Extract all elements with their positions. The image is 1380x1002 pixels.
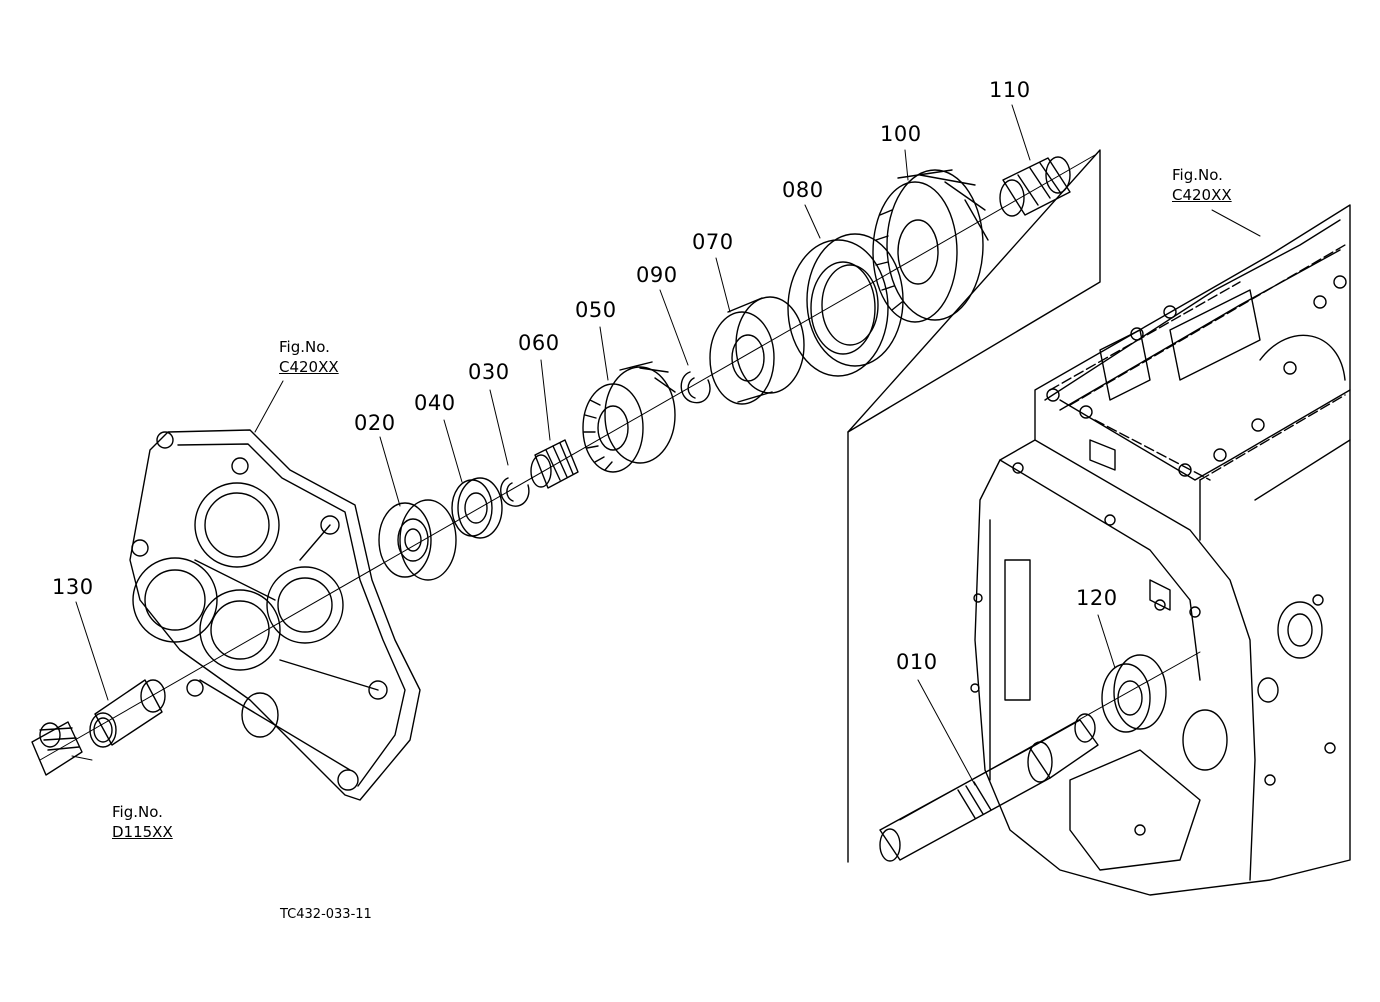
figure-ref-right[interactable]: Fig.No. C420XX [1172, 168, 1232, 203]
part-label-020: 020 [354, 411, 396, 435]
part-130-sleeve [89, 679, 166, 748]
assembly-bracket [847, 149, 1101, 863]
part-040-snap-ring [500, 477, 530, 507]
part-030-washer [451, 477, 503, 539]
figure-ref-prefix: Fig.No. [1172, 166, 1223, 184]
part-020-bearing [378, 499, 457, 581]
part-label-090: 090 [636, 263, 678, 287]
part-label-030: 040 [414, 391, 456, 415]
figure-ref-prefix: Fig.No. [112, 803, 163, 821]
spline-shaft-end [31, 721, 83, 776]
figure-ref-prefix: Fig.No. [279, 338, 330, 356]
figure-ref-code: C420XX [279, 358, 339, 376]
part-label-070: 070 [692, 230, 734, 254]
part-label-080: 080 [782, 178, 824, 202]
transmission-case [970, 204, 1351, 896]
part-090-snap-ring [680, 371, 711, 404]
part-070-bearing [709, 296, 805, 405]
figure-ref-bottom[interactable]: Fig.No. D115XX [112, 805, 173, 840]
figure-ref-code: C420XX [1172, 186, 1232, 204]
part-label-100: 100 [880, 122, 922, 146]
figure-ref-code: D115XX [112, 823, 173, 841]
part-060-needle-bearing [530, 439, 579, 489]
part-label-010: 010 [896, 650, 938, 674]
part-label-060: 060 [518, 331, 560, 355]
housing-cover [129, 429, 421, 801]
part-080-shift-sleeve [787, 233, 904, 377]
part-label-050: 050 [575, 298, 617, 322]
part-120-bearing [1101, 654, 1167, 733]
part-110-needle-bearing [999, 156, 1071, 217]
figure-ref-left[interactable]: Fig.No. C420XX [279, 340, 339, 375]
part-label-120: 120 [1076, 586, 1118, 610]
part-050-gear [582, 361, 676, 473]
part-label-110: 110 [989, 78, 1031, 102]
part-label-040: 030 [468, 360, 510, 384]
part-010-shaft [879, 713, 1099, 862]
drawing-id: TC432-033-11 [280, 907, 372, 922]
part-label-130: 130 [52, 575, 94, 599]
explode-axis [39, 154, 1201, 821]
part-100-gear [872, 169, 989, 323]
leader-lines [71, 104, 1261, 786]
